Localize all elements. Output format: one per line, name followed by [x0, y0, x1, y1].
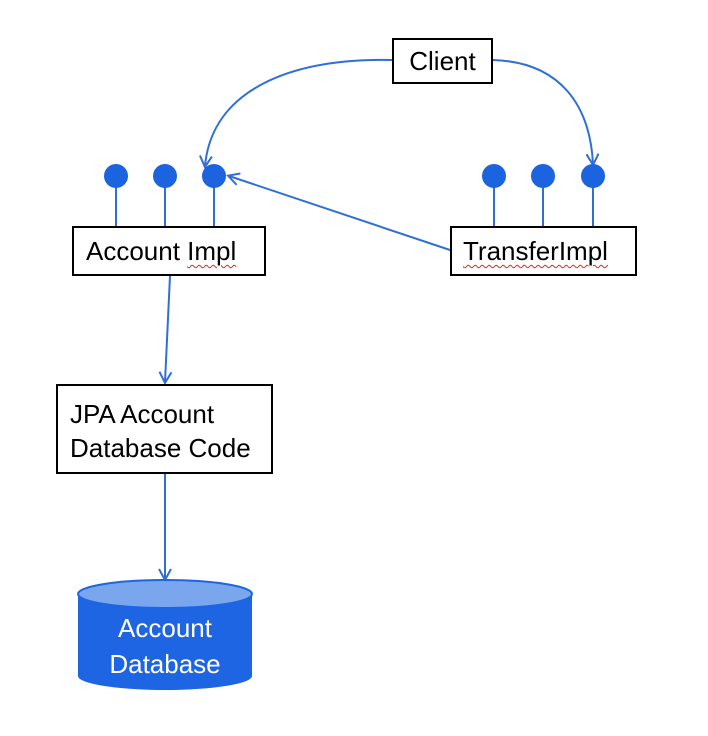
transfer-port-1: [482, 164, 506, 188]
transfer-impl-ports: [482, 164, 605, 226]
database-top-icon: [77, 579, 253, 609]
account-port-3: [202, 164, 226, 188]
transfer-port-2: [531, 164, 555, 188]
transfer-impl-node: TransferImpl: [450, 226, 637, 276]
edge-account-to-jpa: [165, 275, 170, 382]
edge-transfer-to-account-port: [229, 176, 451, 251]
transfer-impl-label: TransferImpl: [463, 236, 608, 266]
edge-client-to-account-port: [205, 58, 393, 166]
transfer-port-3: [581, 164, 605, 188]
jpa-code-line-2: Database Code: [70, 433, 251, 463]
account-impl-flagged-word: Impl: [187, 236, 237, 266]
jpa-account-database-code-node: JPA Account Database Code: [56, 384, 273, 474]
account-database-line-1: Account: [118, 613, 212, 643]
account-impl-label: Account Impl: [86, 236, 237, 266]
jpa-code-line-1: JPA Account: [70, 399, 215, 429]
account-port-2: [153, 164, 177, 188]
account-impl-node: Account Impl: [72, 226, 266, 276]
edge-client-to-transfer-port: [492, 59, 593, 164]
account-database-cylinder: [77, 579, 253, 690]
account-database-line-2: Database: [109, 649, 221, 679]
account-database-label: Account Database: [78, 610, 252, 682]
client-label: Client: [409, 46, 476, 76]
client-node: Client: [392, 38, 493, 84]
account-port-1: [104, 164, 128, 188]
account-impl-ports: [104, 164, 226, 226]
